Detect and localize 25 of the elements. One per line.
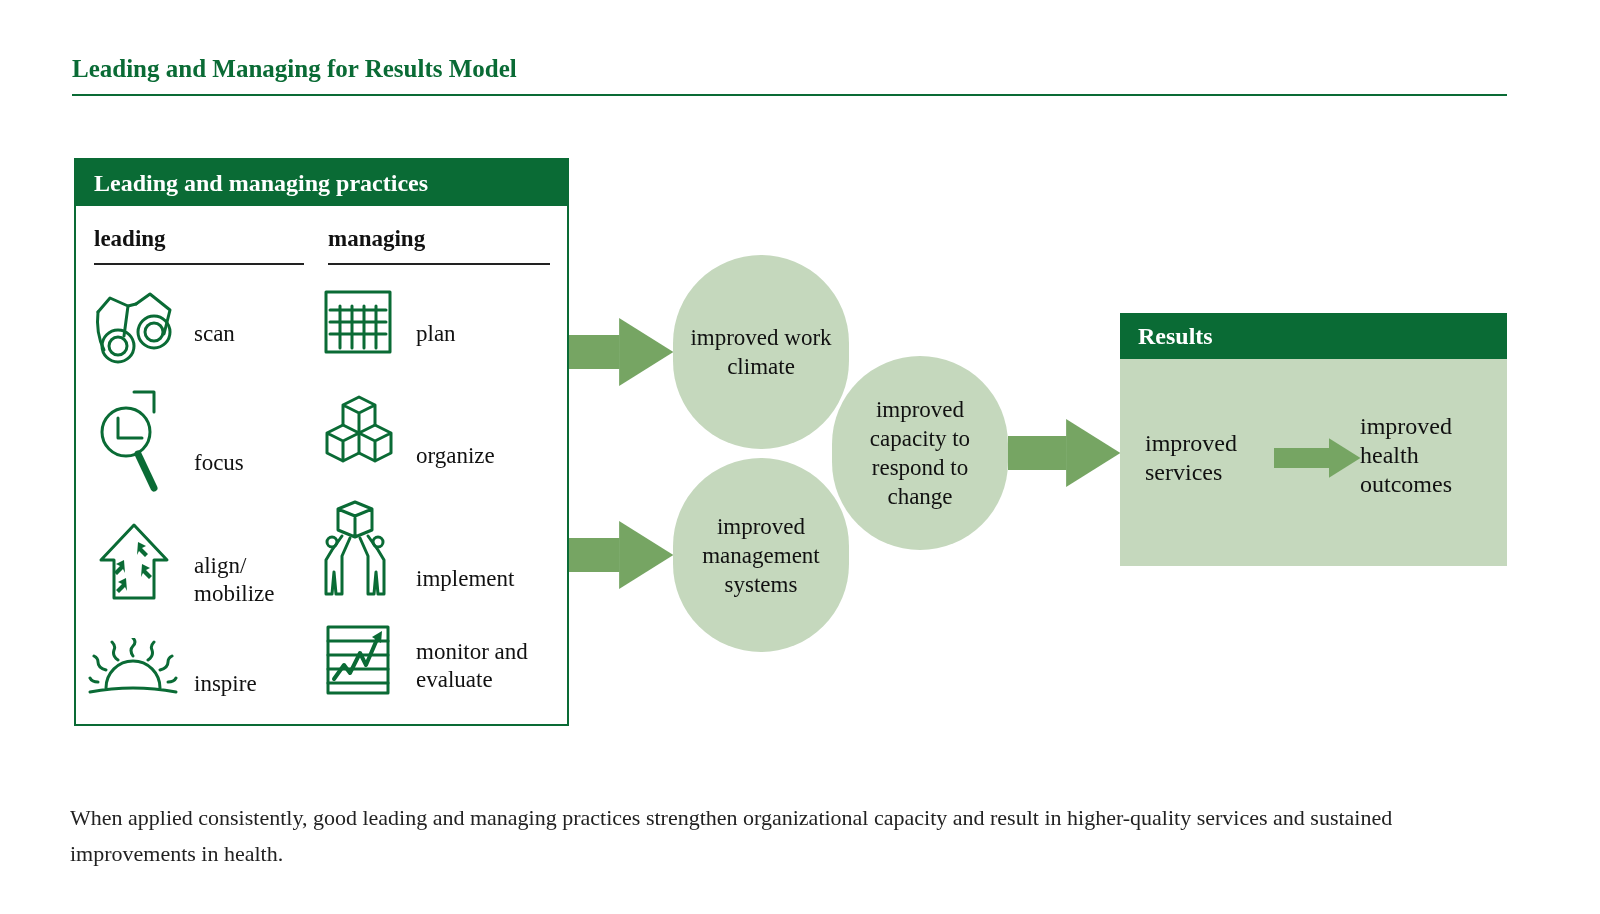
practice-label: plan	[416, 320, 457, 348]
practices-panel	[74, 158, 569, 726]
panel-title: Leading and managing practices	[94, 169, 429, 198]
practice-label: monitor and evaluate	[416, 638, 529, 694]
results-panel	[1120, 313, 1507, 566]
circle-text: improved management systems	[701, 512, 821, 599]
column-heading: managing	[328, 222, 550, 265]
result-text: improved health outcomes	[1360, 411, 1453, 499]
practice-label: inspire	[194, 670, 258, 698]
column-heading: leading	[94, 222, 304, 265]
block-arrow	[569, 521, 674, 589]
block-arrow	[1274, 438, 1361, 478]
practice-label: scan	[194, 320, 236, 348]
practice-label: focus	[194, 449, 245, 477]
title: Leading and Managing for Results Model	[72, 55, 517, 82]
circle-text: improved capacity to respond to change	[868, 396, 972, 511]
block-arrow	[1008, 419, 1121, 487]
circle-text: improved work climate	[689, 324, 833, 381]
caption: When applied consistently, good leading and managing practices strengthen organizational capacity and result in higher-quality services and sustained improvements in health.	[70, 804, 1394, 868]
panel-title: Results	[1138, 322, 1213, 351]
practice-label: implement	[416, 565, 516, 593]
block-arrow	[569, 318, 674, 386]
practice-label: align/ mobilize	[194, 552, 276, 608]
practice-label: organize	[416, 442, 496, 470]
result-text: improved services	[1145, 429, 1238, 487]
